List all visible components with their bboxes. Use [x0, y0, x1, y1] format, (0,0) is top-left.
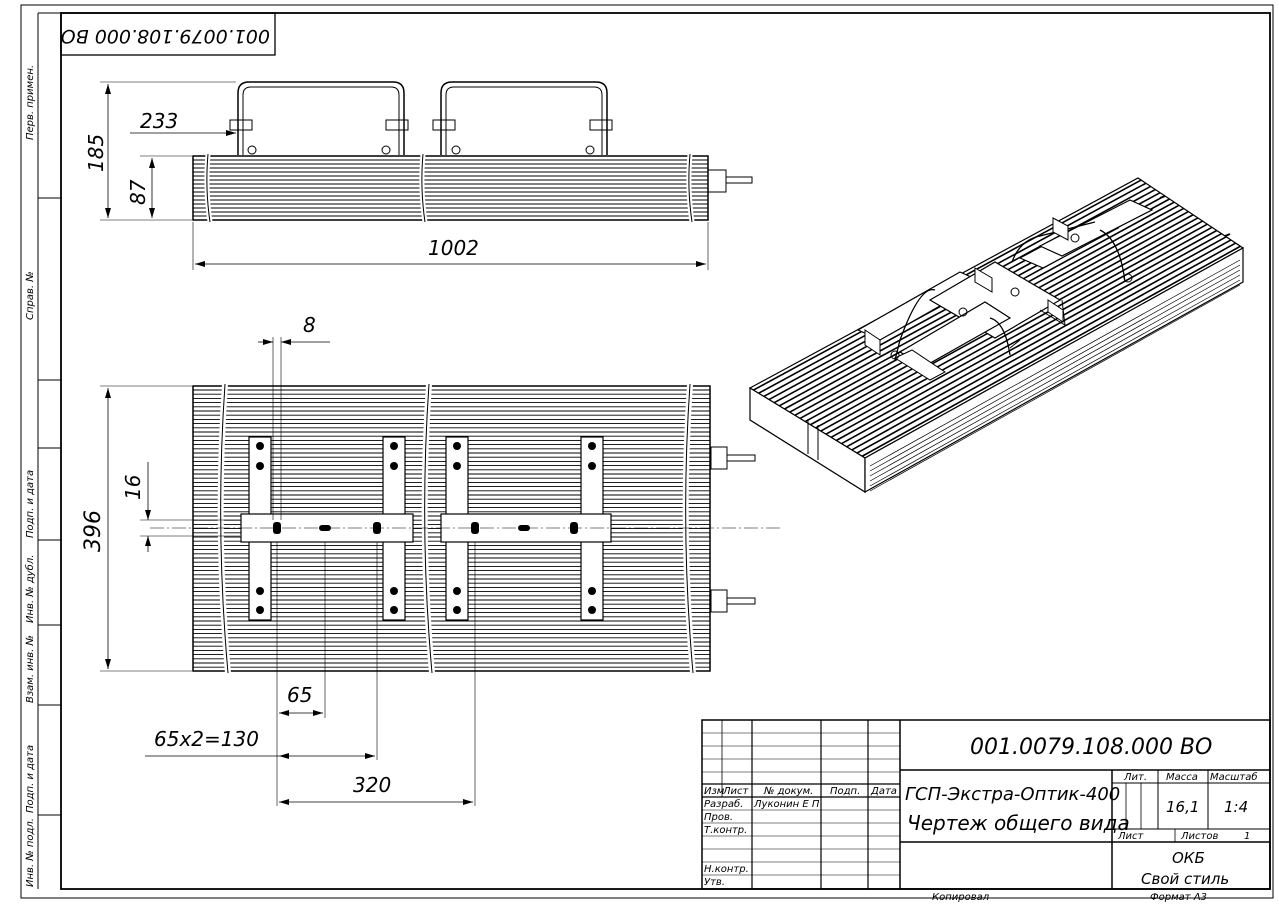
mass-value: 16,1	[1166, 798, 1199, 816]
fin-line	[825, 223, 1208, 435]
dim-bracket-spacing: 320	[353, 773, 391, 797]
hdr-sign: Подп.	[830, 786, 860, 797]
doc-number: 001.0079.108.000 ВО	[970, 735, 1212, 760]
top-dimensions: 396 16 8 65 65х2=130 320	[81, 313, 476, 806]
lit-label: Лит.	[1123, 772, 1147, 783]
copied-label: Копировал	[932, 892, 990, 903]
sheets-label: Листов	[1180, 831, 1218, 842]
fin-line	[869, 279, 1241, 487]
fin-line	[851, 239, 1232, 451]
drawing-type: Чертеж общего вида	[907, 811, 1130, 835]
dim-slot-height: 16	[121, 475, 145, 500]
side-label-perv: Перв. примен.	[25, 65, 36, 140]
developer-name: Луконин Е П	[753, 799, 820, 810]
role-razrab: Разраб.	[704, 798, 743, 810]
hdr-doc: № докум.	[763, 786, 813, 797]
fin-line	[869, 269, 1241, 477]
dim-hole-formula: 65х2=130	[154, 727, 259, 751]
side-dimensions: 185 87 233 1002	[84, 81, 709, 270]
sheets-value: 1	[1244, 831, 1250, 842]
side-label-inv-podl: Инв. № подл.	[25, 818, 36, 887]
sheet-border	[20, 4, 1274, 899]
top-view	[150, 383, 780, 674]
side-label-podp2: Подп. и дата	[25, 745, 36, 813]
product-name: ГСП-Экстра-Оптик-400	[905, 784, 1120, 805]
dim-hole-spacing: 65	[287, 683, 312, 707]
drawing-frame	[60, 12, 1271, 890]
org-sub: Свой стиль	[1141, 870, 1229, 888]
role-prov: Пров.	[704, 812, 733, 823]
role-utv: Утв.	[704, 877, 725, 888]
scale-value: 1:4	[1224, 798, 1248, 816]
side-view	[192, 81, 753, 223]
fin-line	[869, 264, 1241, 472]
rotated-code-text: 001.0079.108.000 ВО	[61, 25, 270, 47]
fin-line	[869, 274, 1241, 482]
mass-label: Масса	[1166, 772, 1198, 783]
dim-body-height: 87	[126, 179, 150, 205]
side-strip: Перв. примен. Справ. № Подп. и дата Инв.…	[24, 12, 61, 889]
dim-width: 396	[81, 510, 106, 552]
fin-line	[846, 236, 1227, 448]
scale-label: Масштаб	[1210, 771, 1258, 783]
fin-line	[830, 226, 1213, 439]
fin-line	[861, 245, 1241, 457]
fin-line	[869, 259, 1241, 467]
format-label: Формат А3	[1150, 892, 1207, 903]
org-name: ОКБ	[1172, 849, 1205, 867]
hdr-izm: Изм	[704, 786, 725, 797]
hdr-date: Дата	[870, 786, 897, 797]
side-label-vzam: Взам. инв. №	[25, 635, 36, 703]
side-label-sprav: Справ. №	[25, 271, 36, 320]
dim-length: 1002	[428, 236, 479, 260]
dim-slot-width: 8	[303, 313, 316, 337]
title-block: Изм Лист № докум. Подп. Дата Разраб. Лук…	[701, 719, 1271, 890]
fin-line	[841, 232, 1222, 445]
side-label-inv-dubl: Инв. № дубл.	[24, 555, 36, 623]
fin-line	[856, 242, 1237, 454]
isometric-view	[748, 177, 1245, 494]
rotated-code-box: 001.0079.108.000 ВО	[60, 12, 276, 56]
dim-bracket-offset: 233	[140, 109, 178, 133]
hdr-list: Лист	[722, 786, 750, 797]
side-fins	[193, 159, 708, 217]
side-label-podp1: Подп. и дата	[25, 470, 36, 538]
role-nkontr: Н.контр.	[704, 864, 749, 875]
fin-line	[869, 284, 1241, 492]
dim-total-height: 185	[84, 134, 108, 172]
role-tkontr: Т.контр.	[704, 825, 747, 836]
sheet-label: Лист	[1117, 831, 1145, 842]
fin-line	[835, 229, 1218, 442]
